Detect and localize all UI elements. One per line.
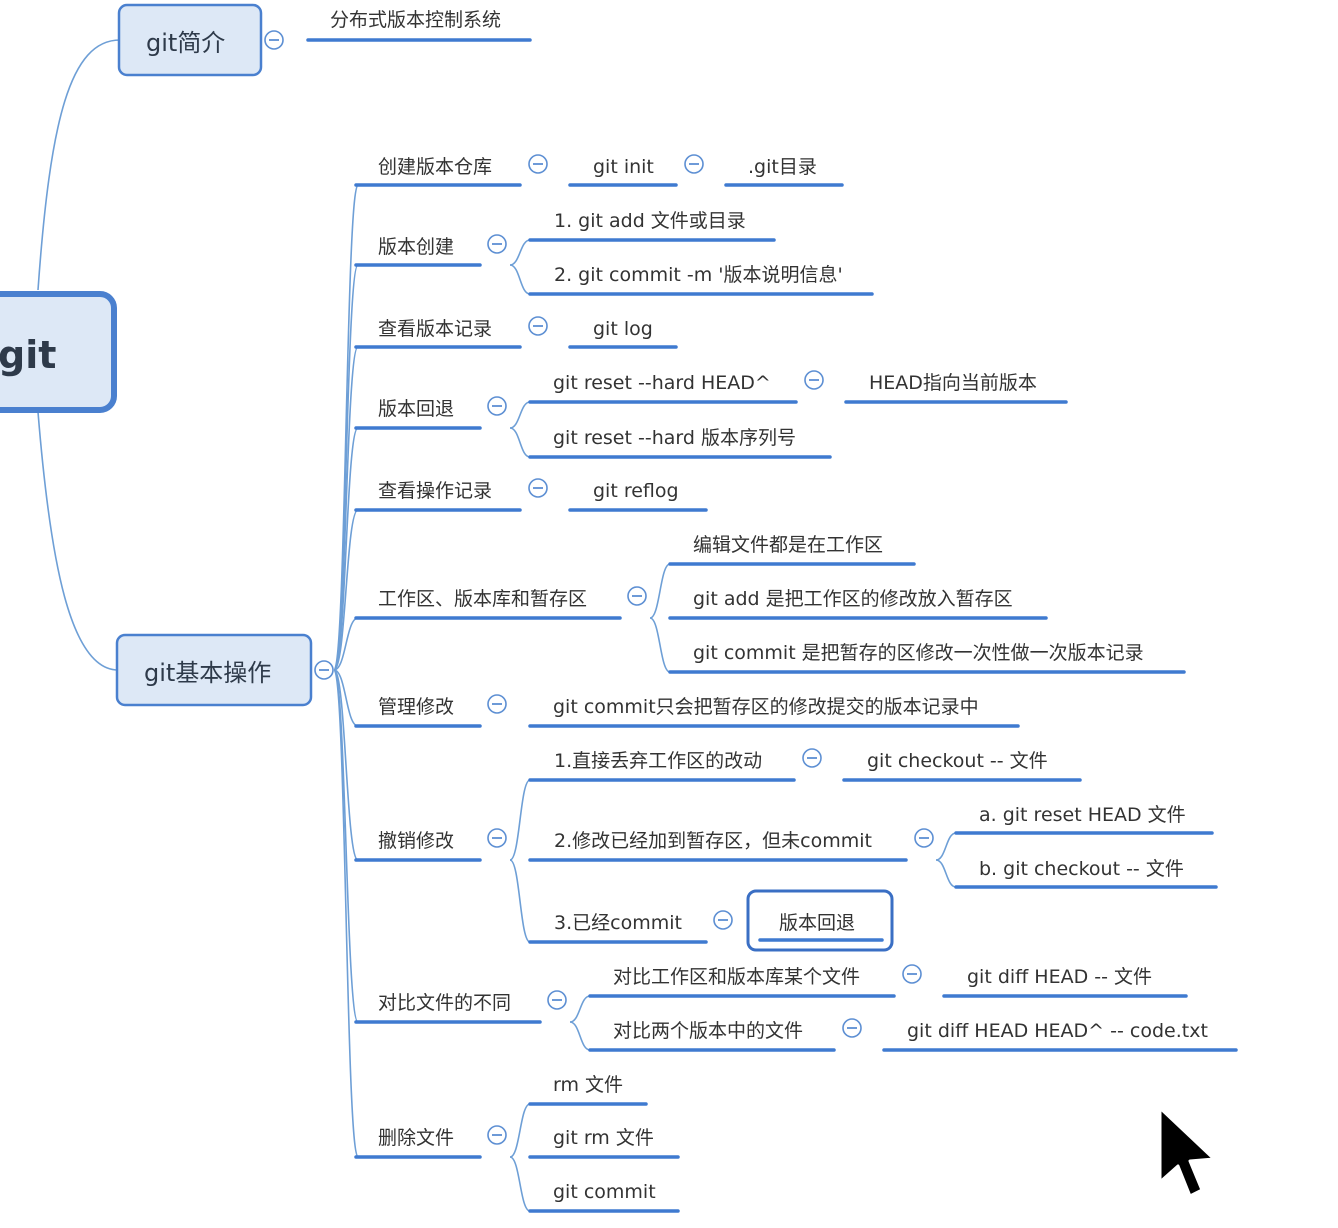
reset-serial-label: git reset --hard 版本序列号 [553,427,796,449]
diff-case-2: 对比两个版本中的文件 [613,1020,803,1042]
rollback-label: 版本回退 [378,398,454,420]
collapse-toggle-icon[interactable] [902,964,922,984]
link-root-intro [37,39,121,291]
workspace-item-1: 编辑文件都是在工作区 [693,534,883,556]
collapse-toggle-icon[interactable] [547,990,567,1010]
rollback-ref-label: 版本回退 [779,912,855,934]
workspace-item-2: git add 是把工作区的修改放入暂存区 [693,588,1013,610]
collapse-toggle-icon[interactable] [528,478,548,498]
undo-case-2: 2.修改已经加到暂存区，但未commit [554,830,872,852]
collapse-toggle-icon[interactable] [914,828,934,848]
collapse-toggle-icon[interactable] [528,154,548,174]
delete-step-1: rm 文件 [553,1074,623,1096]
git-log-label: git log [593,318,653,340]
undo-label: 撤销修改 [378,830,454,852]
collapse-toggle-icon[interactable] [804,370,824,390]
sub-connectors [509,239,957,1212]
intro-child-label: 分布式版本控制系统 [330,9,501,31]
rollback-ref-node[interactable]: 版本回退 [746,889,894,952]
view-log-label: 查看版本记录 [378,318,492,340]
intro-node[interactable]: git简介 [117,3,263,77]
undo-case-2-b: b. git checkout -- 文件 [979,858,1184,880]
git-commit-step: 2. git commit -m '版本说明信息' [554,264,843,286]
collapse-toggle-icon[interactable] [842,1018,862,1038]
collapse-toggle-icon[interactable] [487,1125,507,1145]
root-label: git [0,333,56,377]
collapse-toggle-icon[interactable] [802,748,822,768]
git-dir-label: .git目录 [748,156,817,178]
undo-case-2-a: a. git reset HEAD 文件 [979,804,1186,826]
git-init-label: git init [593,156,654,178]
basic-label: git基本操作 [144,659,271,687]
delete-step-2: git rm 文件 [553,1127,654,1149]
collapse-toggle-icon[interactable] [487,694,507,714]
undo-case-3: 3.已经commit [554,912,682,934]
mouse-pointer-icon [1158,1106,1216,1198]
delete-step-3: git commit [553,1181,656,1203]
version-create-label: 版本创建 [378,236,454,258]
collapse-toggle-icon[interactable] [627,586,647,606]
delete-label: 删除文件 [378,1127,454,1149]
head-note-label: HEAD指向当前版本 [869,372,1037,394]
reset-head-label: git reset --hard HEAD^ [553,372,771,394]
diff-case-2-cmd: git diff HEAD HEAD^ -- code.txt [907,1020,1208,1042]
intro-label: git简介 [146,29,225,57]
collapse-toggle-icon[interactable] [264,30,284,50]
diff-case-1-cmd: git diff HEAD -- 文件 [967,966,1152,988]
collapse-toggle-icon[interactable] [713,910,733,930]
basic-node[interactable]: git基本操作 [115,633,313,707]
collapse-toggle-icon[interactable] [314,660,334,680]
create-repo-label: 创建版本仓库 [378,156,492,178]
link-root-basic [37,411,119,671]
undo-case-1: 1.直接丢弃工作区的改动 [554,750,762,772]
workspace-label: 工作区、版本库和暂存区 [378,588,587,610]
root-node[interactable]: git [0,291,117,413]
git-add-step: 1. git add 文件或目录 [554,210,746,232]
diff-case-1: 对比工作区和版本库某个文件 [613,966,860,988]
collapse-toggle-icon[interactable] [487,828,507,848]
collapse-toggle-icon[interactable] [487,396,507,416]
collapse-toggle-icon[interactable] [487,234,507,254]
collapse-toggle-icon[interactable] [684,154,704,174]
diff-label: 对比文件的不同 [378,992,511,1014]
manage-item: git commit只会把暂存区的修改提交的版本记录中 [553,696,979,718]
collapse-toggle-icon[interactable] [528,316,548,336]
view-ops-label: 查看操作记录 [378,480,492,502]
basic-connectors [333,184,359,1158]
git-reflog-label: git reflog [593,480,679,502]
undo-case-1-cmd: git checkout -- 文件 [867,750,1048,772]
manage-label: 管理修改 [378,696,454,718]
workspace-item-3: git commit 是把暂存的区修改一次性做一次版本记录 [693,642,1144,664]
